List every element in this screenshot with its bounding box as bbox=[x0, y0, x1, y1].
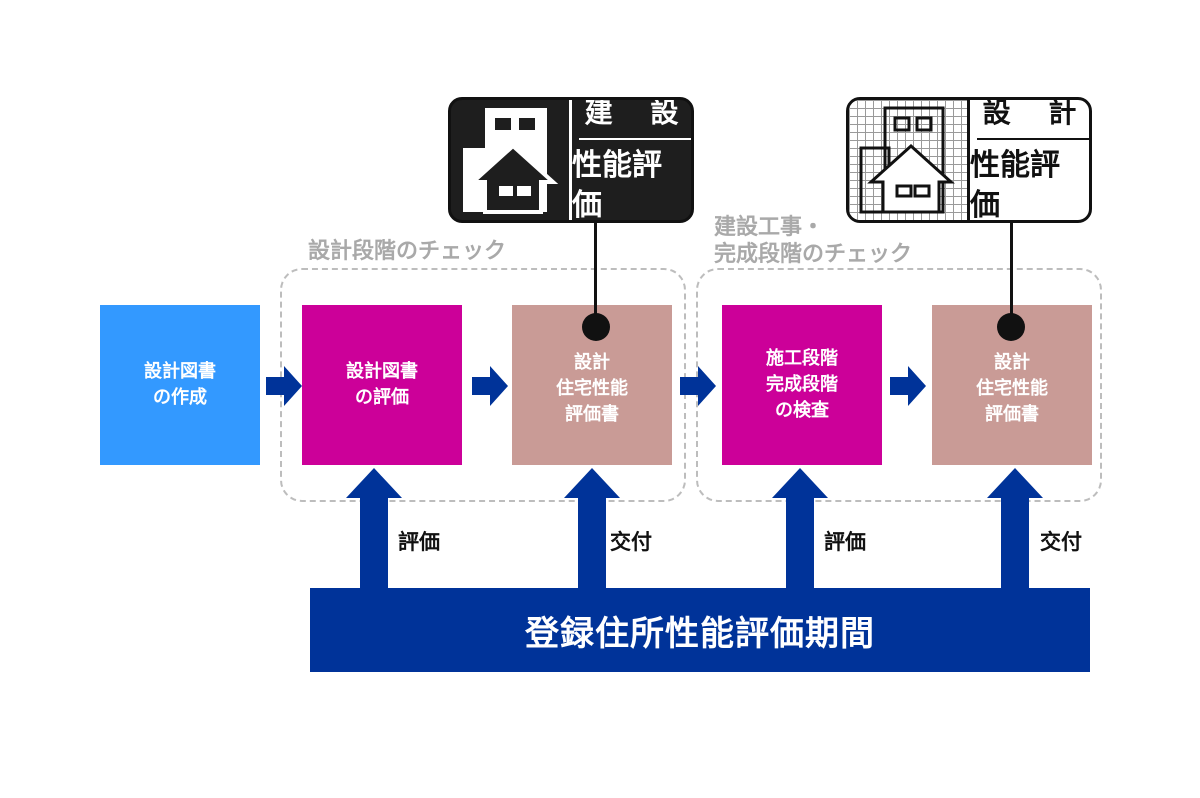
label-issue-2: 交付 bbox=[1040, 530, 1082, 554]
connector-construction bbox=[594, 222, 597, 326]
step-drawings-evaluation: 設計図書 の評価 bbox=[302, 305, 462, 465]
design-performance-badge: 設 計 性能評価 bbox=[846, 97, 1092, 223]
connector-dot-construction bbox=[582, 313, 610, 341]
design-badge-title: 設 計 bbox=[977, 100, 1089, 140]
label-evaluate-1: 評価 bbox=[398, 530, 440, 554]
label-issue-1: 交付 bbox=[610, 530, 652, 554]
construction-performance-badge: 建 設 性能評価 bbox=[448, 97, 694, 223]
construction-badge-title: 建 設 bbox=[579, 100, 691, 140]
arrow-up-2 bbox=[564, 468, 620, 592]
arrow-right-2 bbox=[472, 366, 508, 406]
arrow-up-1 bbox=[346, 468, 402, 592]
building-house-grid-icon bbox=[849, 100, 967, 220]
step-design-report-2-label: 設計 住宅性能 評価書 bbox=[976, 352, 1048, 425]
step-inspection: 施工段階 完成段階 の検査 bbox=[722, 305, 882, 465]
arrow-right-4 bbox=[890, 366, 926, 406]
arrow-right-3 bbox=[680, 366, 716, 406]
connector-dot-design bbox=[997, 313, 1025, 341]
design-check-label: 設計段階のチェック bbox=[308, 239, 507, 264]
design-badge-subtitle: 性能評価 bbox=[970, 148, 1060, 223]
construction-badge-subtitle: 性能評価 bbox=[572, 148, 662, 223]
step-drawings-creation: 設計図書 の作成 bbox=[100, 305, 260, 465]
label-evaluate-2: 評価 bbox=[824, 530, 866, 554]
arrow-right-1 bbox=[266, 366, 302, 406]
connector-design bbox=[1010, 222, 1013, 326]
step-design-report-1-label: 設計 住宅性能 評価書 bbox=[556, 352, 628, 425]
agency-bar: 登録住所性能評価期間 bbox=[310, 588, 1090, 672]
building-house-icon bbox=[451, 100, 569, 220]
construction-check-label: 建設工事・ 完成段階のチェック bbox=[714, 215, 913, 267]
arrow-up-4 bbox=[987, 468, 1043, 592]
arrow-up-3 bbox=[772, 468, 828, 592]
